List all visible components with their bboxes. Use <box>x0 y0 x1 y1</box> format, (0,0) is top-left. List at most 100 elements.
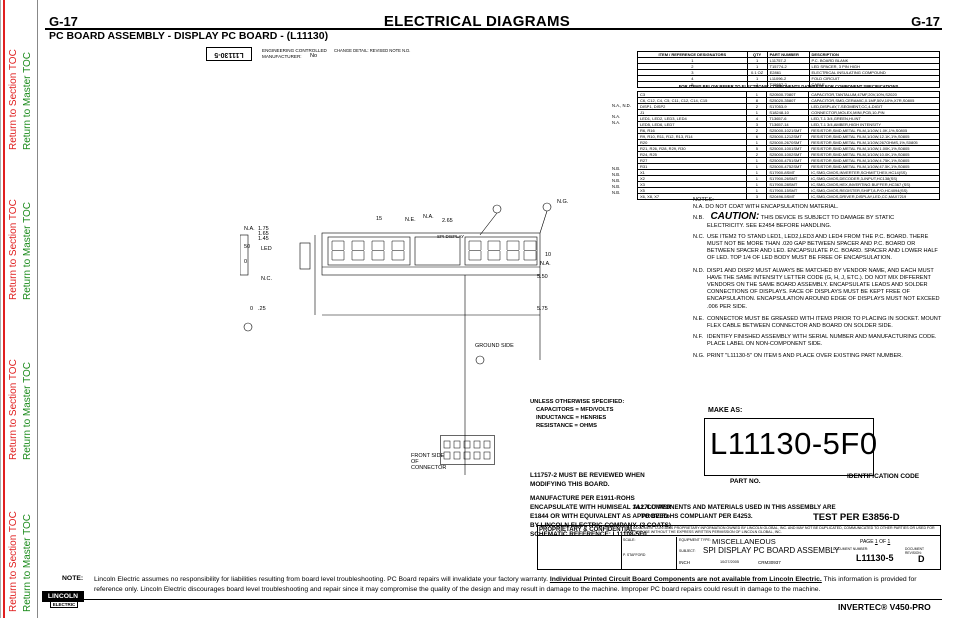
connector-pin <box>483 451 491 460</box>
seven-segment-digit <box>506 240 520 261</box>
notes-heading: NOTES: <box>693 197 714 203</box>
model-name: INVERTEC® V450-PRO <box>838 602 931 612</box>
mfg-note-line: SCHEMATIC REFERENCE: L11108-5F0 <box>530 530 671 539</box>
id-code-label: IDENTIFICATION CODE <box>847 473 920 480</box>
note-ne: N.E. CONNECTOR MUST BE GREASED WITH ITEM… <box>693 316 943 330</box>
dim-zero-x: 0 <box>250 306 254 312</box>
note-ng: N.G. PRINT "L11130-5" ON ITEM 5 AND PLAC… <box>693 353 943 360</box>
dim-145: 1.45 <box>258 236 269 242</box>
rohs-line: TO BE RoHS COMPLIANT PER E4253. <box>641 512 753 520</box>
footer-note-tail: This information is provided for referen… <box>94 576 917 593</box>
of-label: OF <box>879 539 887 545</box>
make-as-label: MAKE AS: <box>708 407 743 414</box>
doc-number: L11130-5 <box>856 553 894 563</box>
callout-na-right: N.A. <box>540 261 551 267</box>
dim-265: 2.65 <box>442 218 453 224</box>
mfg-note-line: MODIFYING THIS BOARD. <box>530 481 610 488</box>
page-number-left: G-17 <box>49 14 78 29</box>
return-to-section-toc-link[interactable]: Return to Section TOC <box>8 511 19 612</box>
seven-segment-digit <box>523 240 537 261</box>
connector-pin <box>473 440 481 449</box>
bom-side-label: N.B. <box>612 166 621 172</box>
doc-number-label: DOCUMENT NUMBER: <box>833 547 869 551</box>
rohs-note: ALL COMPONENTS AND MATERIALS USED IN THI… <box>633 504 836 521</box>
note-nf: N.F. IDENTIFY FINISHED ASSEMBLY WITH SER… <box>693 334 943 348</box>
callout-nc: N.C. <box>261 276 272 282</box>
footer-note-label: NOTE: <box>62 575 84 582</box>
mfg-note-line: MANUFACTURE PER E1911-ROHS <box>530 495 635 502</box>
category: MISCELLANEOUS <box>712 537 776 546</box>
note-nd: N.D. DISP1 AND DISP2 MUST ALWAYS BE MATC… <box>693 268 943 311</box>
confidential-text: THIS DOCUMENT CONTAINS PROPRIETARY INFOR… <box>624 526 935 535</box>
manufacturer-label: MANUFACTURER: <box>262 54 302 59</box>
sidebar-border <box>3 0 37 618</box>
connector-pin <box>443 451 451 460</box>
bom-side-label: N.B. <box>612 189 621 195</box>
dim-0: 0 <box>244 259 248 265</box>
bom-cell: 1 <box>746 81 768 88</box>
dim-165: 1.65 <box>258 231 269 237</box>
scale-label: SCALE: <box>623 538 636 542</box>
return-to-master-toc-link[interactable]: Return to Master TOC <box>22 362 33 460</box>
eng-controlled-label: ENGINEERING CONTROLLED <box>262 48 327 53</box>
note-text: DISP1 AND DISP2 MUST ALWAYS BE MATCHED B… <box>707 267 940 310</box>
page-subtitle: PC BOARD ASSEMBLY - DISPLAY PC BOARD - (… <box>49 30 329 42</box>
dim-025: .25 <box>258 306 266 312</box>
return-to-section-toc-link[interactable]: Return to Section TOC <box>8 359 19 460</box>
spec-block: UNLESS OTHERWISE SPECIFIED: CAPACITORS =… <box>530 398 624 430</box>
caution-label: CAUTION: <box>710 211 760 223</box>
footer-note-text: Lincoln Electric assumes no responsibili… <box>94 576 548 583</box>
note-nb: N.B. CAUTION: THIS DEVICE IS SUBJECT TO … <box>693 211 943 229</box>
page-label: PAGE <box>860 539 874 545</box>
page-number-right: G-17 <box>911 14 940 29</box>
pages-value: 1 <box>887 539 891 545</box>
spec-line: INDUCTANCE = HENRIES <box>536 415 607 421</box>
dim-10: 10 <box>545 252 552 258</box>
callout-ground-side: GROUND SIDE <box>475 343 514 349</box>
bom-side-label: N.B. <box>612 172 621 178</box>
part-stamp: L11130-5 <box>206 47 252 61</box>
note-label: N.B. <box>693 215 704 222</box>
return-to-master-toc-link[interactable]: Return to Master TOC <box>22 202 33 300</box>
connector-pin <box>463 440 471 449</box>
dim-550: 5.50 <box>537 274 548 280</box>
note-text: PRINT "L11130-5" ON ITEM 5 AND PLACE OVE… <box>707 352 903 359</box>
note-na: N.A. DO NOT COAT WITH ENCAPSULATION MATE… <box>693 204 839 211</box>
mfg-note-line: ENCAPSULATE WITH HUMISEAL 1A27LU PER <box>530 504 672 511</box>
note-label: N.D. <box>693 267 705 274</box>
units: INCH <box>679 560 690 565</box>
toc-sidebar <box>0 0 38 618</box>
dim-na-top: N.A. <box>423 214 434 220</box>
lincoln-logo: LINCOLN <box>42 591 84 602</box>
note-label: N.F. <box>693 334 703 341</box>
dim-ng: N.G. <box>557 199 569 205</box>
note-label: N.E. <box>693 315 704 322</box>
bom-side-label: N.A. <box>612 114 621 120</box>
return-to-section-toc-link[interactable]: Return to Section TOC <box>8 49 19 150</box>
dim-ne: N.E. <box>405 217 416 223</box>
bom-side-label: N.A., N.D. <box>612 102 631 108</box>
return-to-section-toc-link[interactable]: Return to Section TOC <box>8 199 19 300</box>
connector-pin <box>453 451 461 460</box>
bom-cell: X6, X8, X7 <box>636 193 748 200</box>
seven-segment-digit <box>487 240 501 261</box>
callout-led: LED <box>261 246 272 252</box>
board-drawing <box>240 202 552 475</box>
tb-vline <box>676 537 677 570</box>
note-nc: N.C. USE ITEM2 TO STAND LED1, LED2,LED3 … <box>693 234 943 263</box>
seven-segment-digit <box>351 240 365 261</box>
bom-cell: IC,SMD,CMOS,DRIVER,DISPLAY,LED,CC,MAX721… <box>808 193 940 200</box>
header-rule <box>45 28 942 30</box>
note-text: ELECTRICITY. SEE E2454 BEFORE HANDLING. <box>707 222 832 229</box>
make-as-box <box>704 418 874 476</box>
return-to-master-toc-link[interactable]: Return to Master TOC <box>22 52 33 150</box>
note-text: USE ITEM2 TO STAND LED1, LED2,LED3 AND L… <box>707 233 938 262</box>
return-to-master-toc-link[interactable]: Return to Master TOC <box>22 514 33 612</box>
bom-side-label: N.B. <box>612 183 621 189</box>
connector-pin <box>463 451 471 460</box>
connector-pin <box>453 440 461 449</box>
